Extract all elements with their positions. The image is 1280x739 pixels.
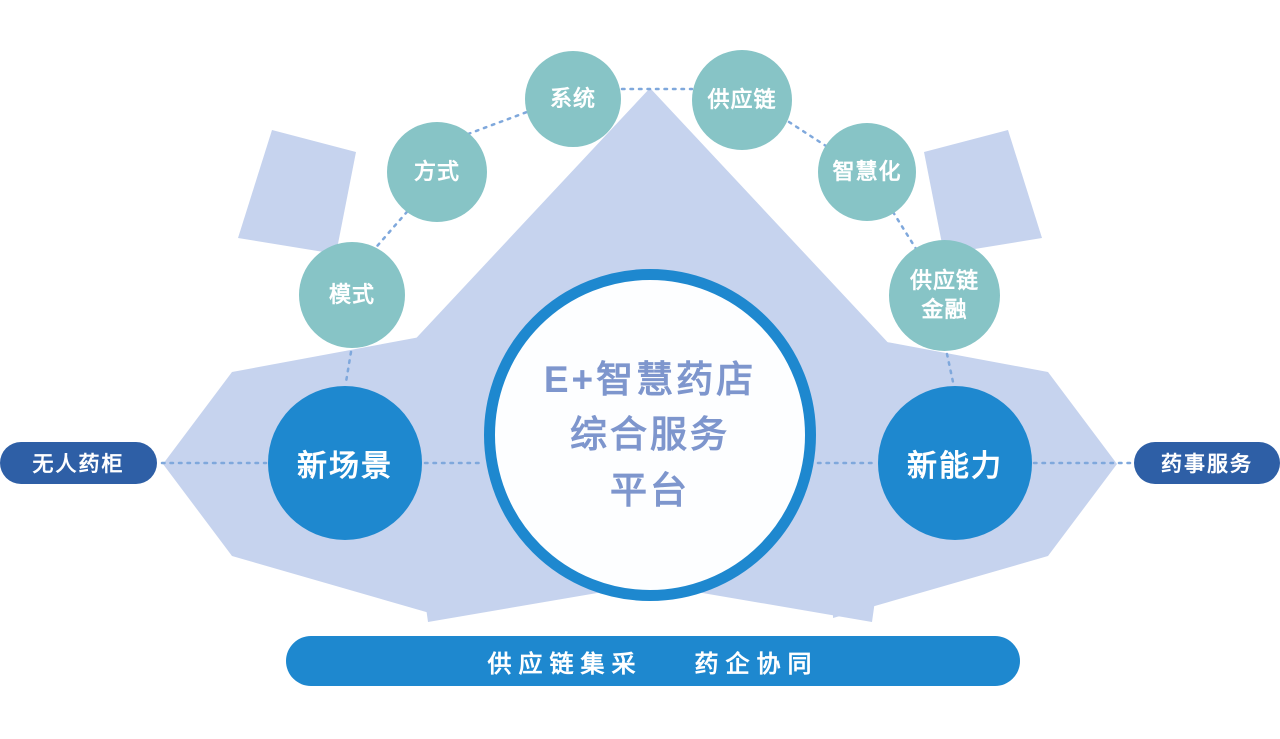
dotted-connector [370,204,414,254]
satellite-intelligence: 智慧化 [818,123,916,221]
satellite-supply-chain-finance: 供应链 金融 [889,240,1000,351]
satellite-label-line2: 金融 [921,296,968,322]
center-title-line1: E+智慧药店 [543,358,757,400]
satellite-supply-chain: 供应链 [692,50,792,150]
center-title-line2: 综合服务 [570,414,730,456]
connector-lines [160,87,1132,465]
satellite-mode: 模式 [299,242,405,348]
center-title-line3: 平台 [610,469,690,511]
satellite-label-line1: 供应链 [909,267,979,293]
satellite-label: 方式 [413,158,460,184]
backdrop-shape-top-right-wedge [924,130,1042,254]
satellite-label: 系统 [549,85,596,111]
satellite-label: 模式 [328,281,375,307]
satellite-method: 方式 [387,122,487,222]
dotted-connector [344,350,353,384]
banner-item-pharma-collaboration: 药企协同 [694,650,819,678]
banner-item-supply-chain-procurement: 供应链集采 [487,650,643,678]
tag-pharmaceutical-service: 药事服务 [1134,442,1280,484]
hub-new-scenario: 新场景 [268,386,422,540]
tag-label: 无人药柜 [32,453,125,476]
hub-label: 新能力 [907,450,1003,483]
satellite-label: 智慧化 [832,158,902,184]
hub-new-capability: 新能力 [878,386,1032,540]
dotted-connector [466,110,529,136]
tag-unmanned-medicine-cabinet: 无人药柜 [0,442,157,484]
satellite-system: 系统 [525,51,621,147]
dotted-connector [787,120,828,148]
hub-label: 新场景 [297,450,393,483]
tag-label: 药事服务 [1161,453,1253,476]
center-platform-circle: E+智慧药店 综合服务 平台 [484,269,816,601]
satellite-label: 供应链 [707,86,777,112]
dotted-connector [891,210,920,254]
bottom-banner: 供应链集采 药企协同 [286,636,1020,686]
backdrop-shape-top-left-wedge [238,130,356,254]
